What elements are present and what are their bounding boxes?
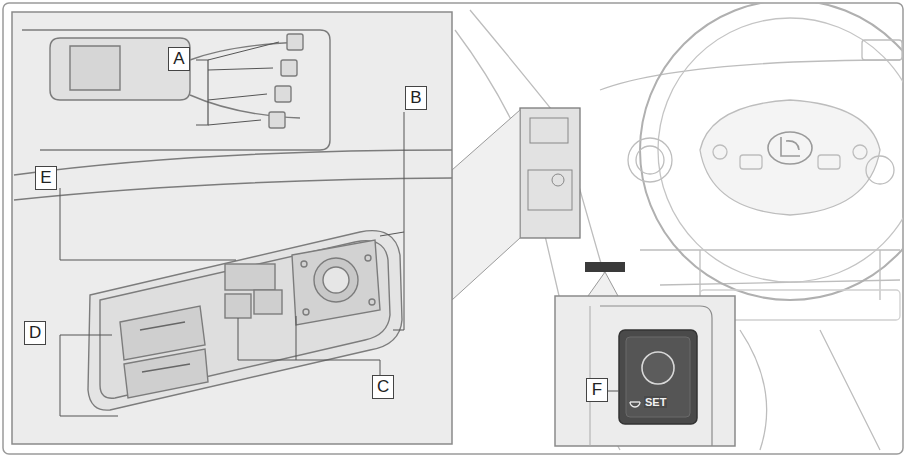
callout-letter: F <box>586 378 608 402</box>
callout-letter: A <box>168 47 190 71</box>
callout-letter: D <box>24 321 46 345</box>
callout-letter: E <box>35 166 57 190</box>
callout-letter: B <box>405 86 427 110</box>
button-text: SET <box>644 396 667 408</box>
callout-letter: C <box>372 375 394 399</box>
